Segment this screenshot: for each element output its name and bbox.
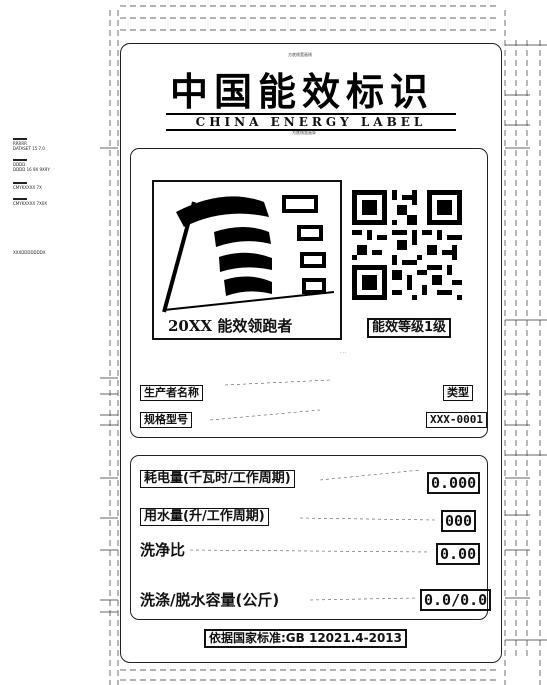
title-chinese: 中国能效标识 bbox=[170, 69, 435, 114]
spec-energy-value: 0.000 bbox=[427, 472, 481, 494]
spec-capacity-value: 0.0/0.0 bbox=[420, 589, 492, 611]
standard-reference: 依据国家标准:GB 12021.4-2013 bbox=[204, 629, 408, 648]
top-note: 方底线宽画线 bbox=[288, 52, 312, 57]
legend-item: CMYKXXXX 7X bbox=[13, 182, 42, 190]
spec-water-value: 000 bbox=[441, 510, 477, 532]
product-code: XXX-0001 bbox=[426, 412, 487, 428]
qr-code-icon[interactable] bbox=[352, 190, 462, 300]
spec-wash-ratio-value: 0.00 bbox=[436, 543, 481, 565]
legend-item: XXXDDDDDDDX bbox=[13, 250, 46, 255]
spec-capacity-label: 洗涤/脱水容量(公斤) bbox=[140, 591, 280, 609]
leader-logo: 20XX 能效领跑者 bbox=[152, 180, 342, 340]
leader-caption: 20XX 能效领跑者 bbox=[168, 317, 293, 335]
legend-item: CMYKXXXX 7X0X bbox=[13, 198, 47, 206]
logo-panel bbox=[130, 148, 488, 438]
title-english: CHINA ENERGY LABEL bbox=[166, 113, 456, 131]
title-note: 方底线宽画条 bbox=[292, 130, 316, 135]
type-field: 类型 bbox=[443, 385, 473, 401]
spec-wash-ratio-label: 洗净比 bbox=[140, 541, 186, 559]
model-field: 规格型号 bbox=[140, 412, 192, 428]
leader-logo-icon bbox=[162, 195, 335, 313]
label-frame bbox=[120, 43, 502, 663]
producer-field: 生产者名称 bbox=[140, 385, 203, 401]
efficiency-grade: 能效等级1级 bbox=[367, 318, 452, 338]
spec-panel bbox=[130, 455, 488, 620]
spec-energy-label: 耗电量(千瓦时/工作周期) bbox=[140, 470, 295, 488]
spec-water-label: 用水量(升/工作周期) bbox=[140, 508, 269, 526]
